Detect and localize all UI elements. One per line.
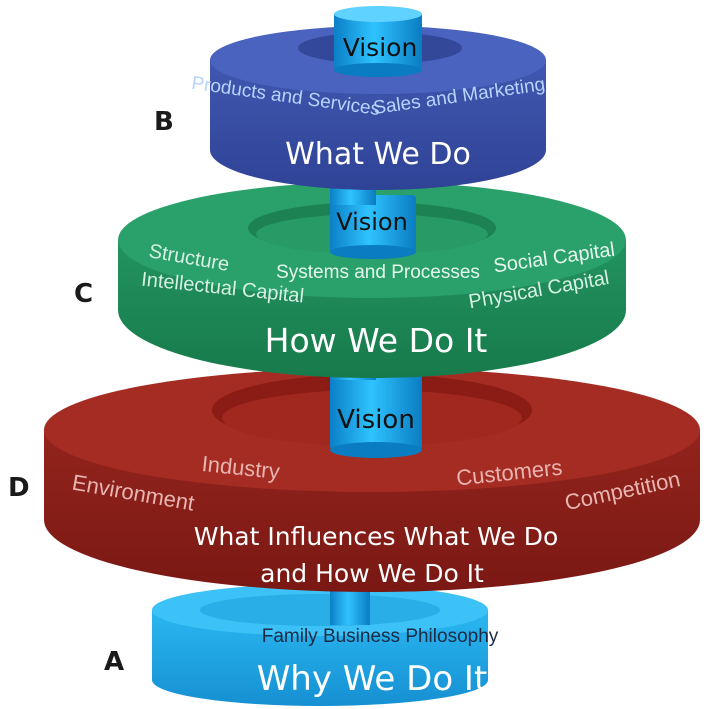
tier-a-side — [152, 610, 488, 706]
vision-label-b: Vision — [343, 33, 418, 62]
tier-a-item-philosophy: Family Business Philosophy — [262, 626, 499, 647]
tier-d: Vision Environment Industry Customers Co… — [44, 368, 700, 592]
pillar-segment-c — [330, 195, 416, 253]
side-label-d: D — [8, 473, 30, 503]
vision-label-c: Vision — [336, 208, 408, 236]
tier-b-title: What We Do — [285, 137, 471, 172]
pillar-segment-b — [334, 12, 422, 70]
tier-c-title: How We Do It — [265, 321, 488, 360]
pillar-segment-d — [330, 372, 422, 450]
tier-a-title: Why We Do It — [257, 659, 488, 699]
tier-b-side — [210, 60, 546, 190]
side-label-a: A — [104, 647, 124, 677]
tier-a: Family Business Philosophy Why We Do It — [152, 584, 499, 706]
tier-d-title-line2: and How We Do It — [260, 559, 484, 588]
tier-d-title-line1: What Influences What We Do — [194, 522, 559, 551]
tier-c-item-systems-processes: Systems and Processes — [276, 262, 480, 283]
side-label-b: B — [154, 107, 174, 137]
side-label-c: C — [74, 279, 93, 309]
tier-b: Vision Products and Services Sales and M… — [190, 6, 546, 190]
pillar-cap — [334, 6, 422, 22]
tier-c: Vision Structure Intellectual Capital Sy… — [118, 182, 626, 378]
vision-label-d: Vision — [337, 405, 415, 435]
